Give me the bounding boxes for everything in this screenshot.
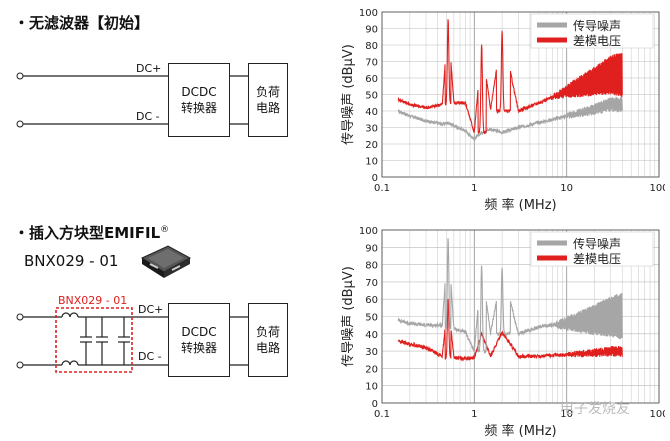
x-tick-label: 100 bbox=[649, 409, 665, 420]
y-tick-label: 60 bbox=[365, 74, 378, 85]
x-axis-label: 频 率 (MHz) bbox=[484, 197, 556, 213]
y-tick-label: 40 bbox=[365, 107, 378, 118]
y-tick-label: 30 bbox=[365, 124, 378, 135]
terminal-icon bbox=[16, 72, 24, 80]
bottom-dc-plus-label: DC+ bbox=[138, 303, 164, 316]
bottom-load-line1: 负荷 bbox=[255, 325, 280, 339]
y-tick-label: 70 bbox=[365, 278, 378, 289]
bottom-title-text: ・插入方块型EMIFIL bbox=[14, 224, 161, 242]
y-tick-label: 0 bbox=[372, 173, 378, 184]
y-tick-label: 60 bbox=[365, 295, 378, 306]
top-dcdc-converter: DCDC 转换器 bbox=[168, 63, 230, 137]
y-tick-label: 90 bbox=[365, 243, 378, 254]
bottom-dcdc-line2: 转换器 bbox=[180, 341, 217, 355]
x-tick-label: 1 bbox=[471, 183, 477, 194]
filter-part-label: BNX029 - 01 bbox=[58, 294, 128, 307]
series-line-conducted bbox=[397, 96, 623, 142]
y-tick-label: 50 bbox=[365, 313, 378, 324]
bnx029-component-image bbox=[140, 245, 192, 278]
bottom-load-circuit: 负荷 电路 bbox=[248, 303, 288, 377]
series-line-differential bbox=[397, 298, 623, 362]
x-axis-label: 频 率 (MHz) bbox=[484, 423, 556, 439]
top-dcdc-line1: DCDC bbox=[181, 85, 217, 99]
x-tick-label: 100 bbox=[649, 183, 665, 194]
y-tick-label: 40 bbox=[365, 330, 378, 341]
plot-frame bbox=[381, 229, 660, 404]
top-load-circuit: 负荷 电路 bbox=[248, 63, 288, 137]
bottom-load-line2: 电路 bbox=[255, 341, 280, 355]
plot-frame bbox=[381, 11, 660, 178]
top-section-title: ・无滤波器【初始】 bbox=[14, 14, 150, 32]
bottom-section-title: ・插入方块型EMIFIL® bbox=[14, 222, 169, 243]
legend-label: 差模电压 bbox=[573, 34, 621, 48]
terminal-icon bbox=[16, 120, 24, 128]
y-tick-label: 30 bbox=[365, 347, 378, 358]
y-tick-label: 90 bbox=[365, 25, 378, 36]
bottom-part-number: BNX029 - 01 bbox=[24, 252, 119, 270]
bottom-dcdc-line1: DCDC bbox=[181, 325, 217, 339]
series-line-differential bbox=[397, 19, 623, 134]
top-dc-minus-label: DC - bbox=[136, 110, 160, 123]
chart-top: 0 10 20 30 40 50 60 70 80 90 100 0.1 1 10 100 频 率 (MHz)… bbox=[341, 8, 665, 213]
x-tick-label: 10 bbox=[560, 409, 573, 420]
chart-bottom: 0 10 20 30 40 50 60 70 80 90 100 0.1 1 10 100 频 率 (MHz)… bbox=[341, 226, 665, 439]
y-tick-label: 70 bbox=[365, 58, 378, 69]
top-circuit-wiring bbox=[16, 72, 248, 128]
terminal-icon bbox=[16, 313, 24, 321]
x-tick-label: 10 bbox=[560, 183, 573, 194]
registered-mark: ® bbox=[160, 225, 170, 235]
y-tick-label: 100 bbox=[359, 226, 378, 237]
y-tick-label: 10 bbox=[365, 157, 378, 168]
bottom-circuit-wiring bbox=[16, 307, 248, 373]
y-tick-label: 80 bbox=[365, 261, 378, 272]
series-line-conducted bbox=[397, 238, 623, 355]
legend-label: 传导噪声 bbox=[573, 236, 621, 251]
inductor-icon bbox=[61, 312, 79, 366]
top-dcdc-line2: 转换器 bbox=[180, 101, 217, 115]
y-tick-label: 10 bbox=[365, 382, 378, 393]
x-tick-label: 0.1 bbox=[374, 183, 390, 194]
y-tick-label: 20 bbox=[365, 140, 378, 151]
top-load-line2: 电路 bbox=[255, 101, 280, 115]
legend-label: 传导噪声 bbox=[573, 18, 621, 33]
bottom-dcdc-converter: DCDC 转换器 bbox=[168, 303, 230, 377]
x-tick-label: 1 bbox=[471, 409, 477, 420]
y-tick-label: 100 bbox=[359, 8, 378, 19]
y-tick-label: 20 bbox=[365, 364, 378, 375]
x-tick-label: 0.1 bbox=[374, 409, 390, 420]
y-axis-label: 传导噪声 (dBμV) bbox=[341, 266, 356, 367]
top-dc-plus-label: DC+ bbox=[136, 62, 162, 75]
watermark: 电子发烧友 bbox=[560, 401, 630, 417]
y-tick-label: 0 bbox=[372, 399, 378, 410]
terminal-icon bbox=[16, 361, 24, 369]
filter-dashed-box bbox=[55, 307, 133, 373]
top-load-line1: 负荷 bbox=[255, 85, 280, 99]
y-axis-label: 传导噪声 (dBμV) bbox=[341, 44, 356, 145]
y-tick-label: 80 bbox=[365, 41, 378, 52]
y-tick-label: 50 bbox=[365, 91, 378, 102]
bottom-dc-minus-label: DC - bbox=[138, 350, 162, 363]
legend-label: 差模电压 bbox=[573, 252, 621, 266]
